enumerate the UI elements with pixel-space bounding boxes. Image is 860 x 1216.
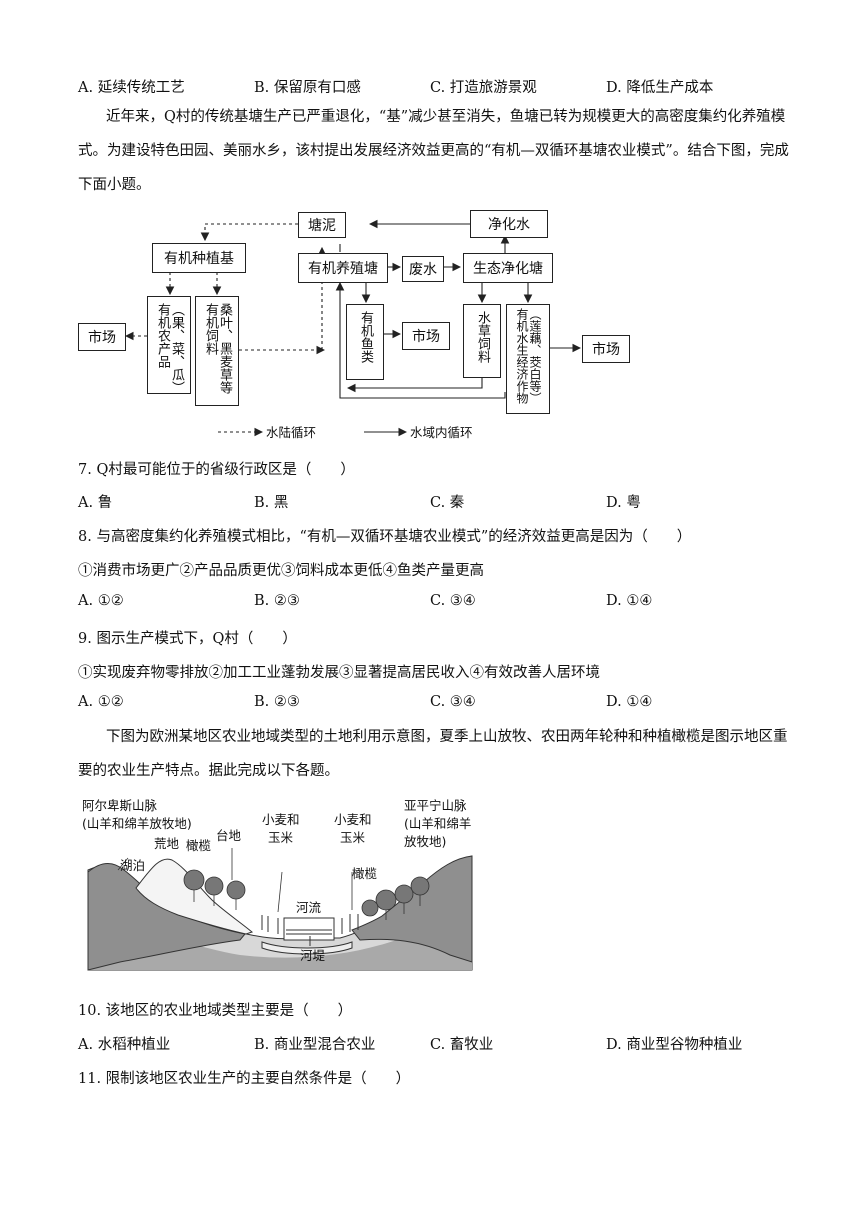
q10-stem: 10. 该地区的农业地域类型主要是（ ）: [78, 1003, 353, 1019]
crops-line-2: （莲藕、茭白等）: [528, 308, 542, 404]
q8-stem: 8. 与高密度集约化养殖模式相比，“有机—双循环基塘农业模式”的经济效益更高是因…: [78, 529, 692, 545]
label-olive-right: 橄榄: [352, 866, 378, 881]
box-market-left: 市场: [78, 323, 126, 351]
q10-option-a: A. 水稻种植业: [78, 1037, 171, 1053]
label-wheat-corn-2a: 小麦和: [334, 812, 372, 827]
q8-items: ①消费市场更广②产品品质更优③饲料成本更低④鱼类产量更高: [78, 563, 484, 579]
intro-paragraph-2: 下图为欧洲某地区农业地域类型的土地利用示意图，夏季上山放牧、农田两年轮种和种植橄…: [78, 729, 788, 779]
q6-option-c: C. 打造旅游景观: [430, 80, 537, 96]
label-wheat-corn-1a: 小麦和: [262, 812, 300, 827]
box-organic-feed: 有机饲料 桑叶、黑麦草等: [195, 296, 239, 406]
intro-paragraph-1: 近年来，Q村的传统基塘生产已严重退化，“基”减少甚至消失，鱼塘已转为规模更大的高…: [78, 109, 789, 193]
q7-option-a: A. 鲁: [78, 495, 113, 511]
q9-option-d: D. ①④: [606, 694, 653, 710]
q9-items: ①实现废弃物零排放②加工工业蓬勃发展③显著提高居民收入④有效改善人居环境: [78, 665, 600, 681]
box-market-mid: 市场: [402, 322, 450, 350]
box-organic-pond: 有机养殖塘: [298, 253, 388, 283]
q9-option-b: B. ②③: [254, 694, 300, 710]
label-levee: 河堤: [300, 948, 326, 963]
produce-line-1: 有机农产品: [155, 303, 170, 368]
box-pond-mud: 塘泥: [298, 212, 346, 238]
q10-option-c: C. 畜牧业: [430, 1037, 494, 1053]
diagram-land-use: 阿尔卑斯山脉 (山羊和绵羊放牧地) 湖泊 荒地 橄榄 台地 小麦和 玉米 小麦和…: [82, 798, 473, 971]
q6-option-d: D. 降低生产成本: [606, 80, 714, 96]
land-use-illustration: [87, 848, 473, 971]
label-wheat-corn-1b: 玉米: [268, 830, 294, 845]
q10-option-d: D. 商业型谷物种植业: [606, 1037, 743, 1053]
q7-option-d: D. 粤: [606, 495, 641, 511]
q9-option-a: A. ①②: [78, 694, 124, 710]
box-aquatic-feed: 水草饲料: [463, 304, 501, 378]
label-river: 河流: [296, 900, 322, 915]
label-lake: 湖泊: [120, 858, 146, 873]
produce-line-2: （果、菜、瓜）: [169, 303, 184, 394]
label-terrace: 台地: [216, 828, 242, 843]
q7-stem: 7. Q村最可能位于的省级行政区是（ ）: [78, 462, 355, 478]
q6-option-b: B. 保留原有口感: [254, 80, 361, 96]
label-olive-left: 橄榄: [186, 838, 212, 853]
q7-option-c: C. 秦: [430, 495, 465, 511]
aquatic-feed-label: 水草饲料: [475, 311, 490, 363]
label-apennines-sub-2: 放牧地): [404, 834, 447, 849]
q9-option-c: C. ③④: [430, 694, 476, 710]
box-organic-fish: 有机鱼类: [346, 304, 384, 380]
legend-land-water: 水陆循环: [266, 425, 317, 440]
box-waste-water: 废水: [402, 256, 444, 282]
label-wheat-corn-2b: 玉米: [340, 830, 366, 845]
q8-option-b: B. ②③: [254, 593, 300, 609]
diagram-organic-pond: 塘泥 净化水 有机种植基 有机养殖塘 废水 生态净化塘 市场 有机农产品 （果、…: [0, 0, 860, 450]
box-aquatic-crops: 有机水生经济作物 （莲藕、茭白等）: [506, 304, 550, 414]
label-alps: 阿尔卑斯山脉: [82, 798, 158, 813]
label-apennines-sub-1: (山羊和绵羊: [404, 816, 472, 831]
feed-line-2: 桑叶、黑麦草等: [217, 303, 232, 394]
q6-option-a: A. 延续传统工艺: [78, 80, 185, 96]
q8-option-c: C. ③④: [430, 593, 476, 609]
q11-stem: 11. 限制该地区农业生产的主要自然条件是（ ）: [78, 1071, 411, 1087]
box-market-right: 市场: [582, 335, 630, 363]
q7-option-b: B. 黑: [254, 495, 289, 511]
fish-label: 有机鱼类: [358, 311, 373, 363]
q8-option-a: A. ①②: [78, 593, 124, 609]
box-organic-produce: 有机农产品 （果、菜、瓜）: [147, 296, 191, 394]
q10-option-b: B. 商业型混合农业: [254, 1037, 376, 1053]
label-alps-sub: (山羊和绵羊放牧地): [82, 816, 192, 831]
diagram-arrows: [124, 219, 582, 437]
feed-line-1: 有机饲料: [203, 303, 218, 355]
crops-line-1: 有机水生经济作物: [515, 308, 529, 404]
legend-water: 水域内循环: [410, 425, 473, 440]
box-eco-pond: 生态净化塘: [463, 253, 553, 283]
label-apennines: 亚平宁山脉: [404, 798, 467, 813]
label-wasteland: 荒地: [154, 836, 180, 851]
box-purified-water: 净化水: [470, 210, 548, 238]
box-organic-base: 有机种植基: [152, 243, 246, 273]
q9-stem: 9. 图示生产模式下，Q村（ ）: [78, 631, 297, 647]
q8-option-d: D. ①④: [606, 593, 653, 609]
